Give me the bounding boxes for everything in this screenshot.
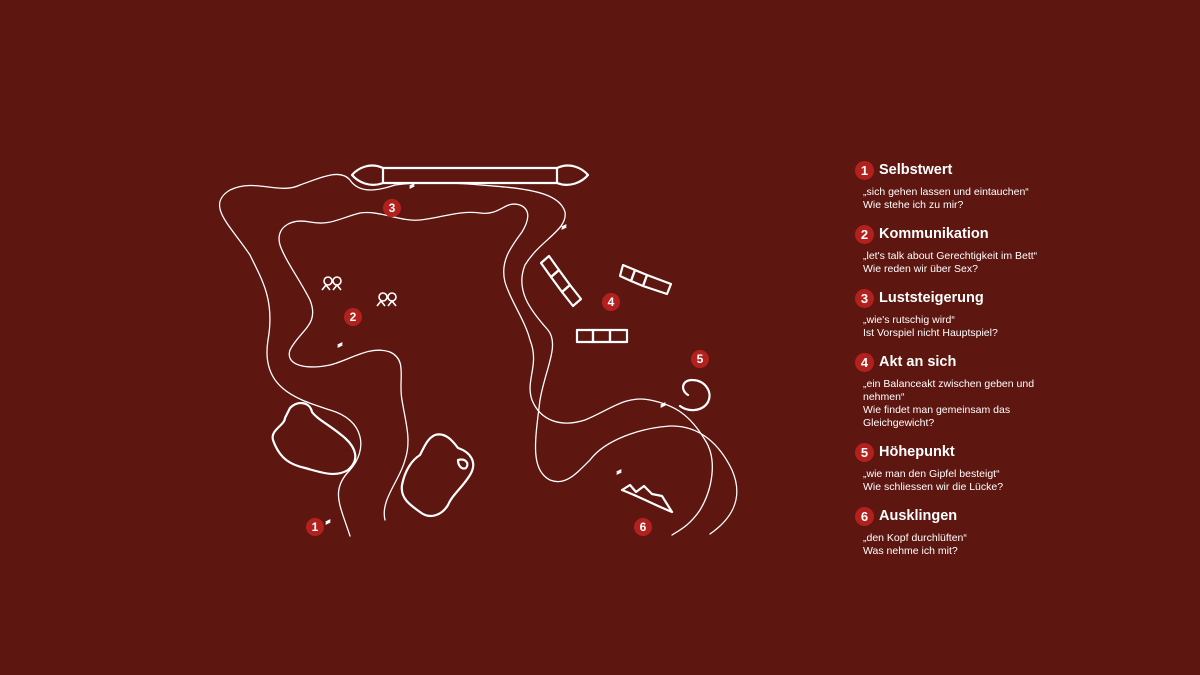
legend-quote: „let's talk about Gerechtigkeit im Bett“ (863, 250, 1038, 262)
rock-right-icon (400, 433, 475, 518)
map-marker-6: 6 (634, 518, 652, 536)
legend-quote: „ein Balanceakt zwischen geben und nehme… (863, 378, 1035, 403)
legend-title: Höhepunkt (879, 444, 955, 460)
legend-title: Selbstwert (879, 162, 953, 178)
legend-quote: „den Kopf durchlüften“ (863, 532, 967, 544)
svg-text:4: 4 (608, 295, 615, 309)
legend-question: Wie schliessen wir die Lücke? (863, 481, 1004, 493)
svg-text:6: 6 (640, 520, 647, 534)
legend-number-badge: 6 (855, 506, 874, 526)
legend-entry-akt-an-sich: 4 Akt an sich „ein Balanceakt zwischen g… (855, 352, 1070, 430)
legend-question: Wie stehe ich zu mir? (863, 199, 964, 211)
legend-question: Ist Vorspiel nicht Hauptspiel? (863, 327, 998, 339)
legend-entry-hoehepunkt: 5 Höhepunkt „wie man den Gipfel besteigt… (855, 442, 1070, 494)
map-marker-5: 5 (691, 350, 709, 368)
legend-number-badge: 3 (855, 288, 874, 308)
map-marker-1: 1 (306, 518, 324, 536)
legend-entry-kommunikation: 2 Kommunikation „let's talk about Gerech… (855, 224, 1070, 276)
legend-entry-selbstwert: 1 Selbstwert „sich gehen lassen und eint… (855, 160, 1070, 212)
legend-number-badge: 2 (855, 224, 874, 244)
legend-quote: „wie's rutschig wird“ (863, 314, 955, 326)
balance-blocks-icon (539, 254, 673, 344)
legend: 1 Selbstwert „sich gehen lassen und eint… (855, 160, 1070, 570)
slide-board-icon (350, 164, 590, 186)
legend-question: Was nehme ich mit? (863, 545, 958, 557)
people-figures-icon (321, 276, 397, 307)
legend-title: Ausklingen (879, 508, 958, 524)
squiggle-marks (325, 183, 666, 525)
svg-text:1: 1 (312, 520, 319, 534)
legend-quote: „sich gehen lassen und eintauchen“ (863, 186, 1029, 198)
spiral-icon (678, 378, 711, 412)
shoe-icon (620, 483, 674, 514)
svg-text:3: 3 (389, 201, 396, 215)
legend-title: Kommunikation (879, 226, 989, 242)
svg-text:2: 2 (350, 310, 357, 324)
rock-left-icon (271, 402, 357, 476)
legend-entry-luststeigerung: 3 Luststeigerung „wie's rutschig wird“Is… (855, 288, 1070, 340)
path-outer-left-edge (218, 173, 738, 537)
map-marker-2: 2 (344, 308, 362, 326)
legend-title: Akt an sich (879, 354, 957, 370)
legend-number-badge: 4 (855, 352, 874, 372)
legend-entry-ausklingen: 6 Ausklingen „den Kopf durchlüften“Was n… (855, 506, 1070, 558)
map-marker-4: 4 (602, 293, 620, 311)
legend-question: Wie reden wir über Sex? (863, 263, 978, 275)
legend-quote: „wie man den Gipfel besteigt“ (863, 468, 1000, 480)
map-marker-3: 3 (383, 199, 401, 217)
legend-number-badge: 1 (855, 160, 874, 180)
legend-question: Wie findet man gemeinsam das Gleichgewic… (863, 404, 1011, 429)
svg-text:5: 5 (697, 352, 704, 366)
legend-title: Luststeigerung (879, 290, 984, 306)
path-inner-edge (278, 203, 713, 536)
legend-number-badge: 5 (855, 442, 874, 462)
